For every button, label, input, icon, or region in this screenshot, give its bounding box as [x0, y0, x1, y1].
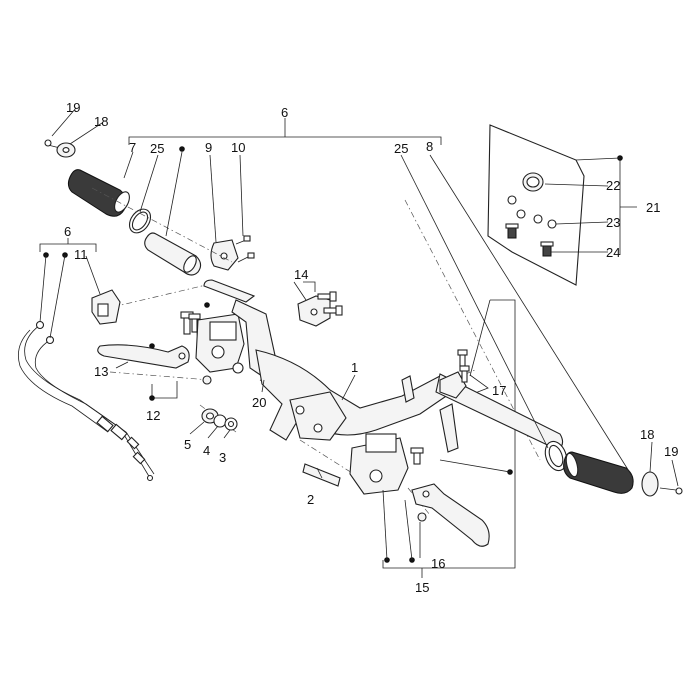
switch-rings-23 — [507, 195, 557, 229]
switch-buttons-24 — [505, 223, 554, 257]
callout-7: 7 — [129, 140, 136, 155]
washer-3 — [224, 417, 238, 431]
left-master-cylinder — [195, 313, 245, 374]
clamp-bolts-14 — [317, 291, 343, 316]
handlebar-clamp-14 — [297, 295, 331, 327]
washer-4 — [213, 414, 227, 428]
bar-end-weight-left — [56, 142, 76, 158]
callout-1: 1 — [351, 360, 358, 375]
mount-bolts-17 — [457, 349, 470, 383]
group-dot-12-lever — [149, 343, 155, 349]
group-bracket-15 — [382, 299, 516, 578]
callout-6-left: 6 — [64, 224, 71, 239]
callout-19-right: 19 — [664, 444, 678, 459]
throttle-housing-screws — [235, 235, 255, 263]
callout-18-left: 18 — [94, 114, 108, 129]
callout-14: 14 — [294, 267, 308, 282]
throttle-cables — [17, 320, 155, 482]
throttle-housing — [210, 239, 239, 271]
switch-plug-22 — [522, 172, 544, 192]
callout-25-right: 25 — [394, 141, 408, 156]
handlebar — [203, 279, 564, 453]
callout-3: 3 — [219, 450, 226, 465]
callout-24: 24 — [606, 245, 620, 260]
group-bracket-21 — [619, 158, 637, 255]
bar-end-weight-right — [641, 471, 659, 497]
axis-left-grip — [91, 187, 233, 263]
right-lever-nut — [417, 512, 427, 522]
pump-bolt-right — [188, 313, 201, 333]
callout-20: 20 — [252, 395, 266, 410]
callout-11: 11 — [74, 247, 88, 262]
callout-5: 5 — [184, 437, 191, 452]
group-dot-12-bottom — [149, 395, 155, 401]
grip-ring-right — [544, 440, 568, 472]
callout-23: 23 — [606, 215, 620, 230]
callout-22: 22 — [606, 178, 620, 193]
group-bracket-14 — [303, 281, 316, 292]
callout-6-top: 6 — [281, 105, 288, 120]
callout-19-left: 19 — [66, 100, 80, 115]
mount-bracket-17 — [439, 371, 467, 399]
group-dot-25-left — [179, 146, 185, 152]
left-grip — [67, 169, 130, 217]
cable-clamp-left — [91, 289, 121, 325]
group-bracket-12 — [151, 381, 178, 399]
callout-4: 4 — [203, 443, 210, 458]
callout-25-left: 25 — [150, 141, 164, 156]
switch-panel-cover — [487, 124, 621, 286]
throttle-sleeve — [144, 232, 202, 276]
callout-21: 21 — [646, 200, 660, 215]
axis-left-lever — [109, 371, 211, 381]
right-grip — [563, 451, 634, 494]
callout-2: 2 — [307, 492, 314, 507]
leader-lines — [39, 107, 679, 561]
callout-13: 13 — [94, 364, 108, 379]
right-master-cylinder — [349, 433, 424, 495]
callout-10: 10 — [231, 140, 245, 155]
callout-9: 9 — [205, 140, 212, 155]
callout-16: 16 — [431, 556, 445, 571]
group-bracket-6-top — [128, 118, 442, 145]
bar-end-screw-right — [659, 487, 683, 495]
callout-18-right: 18 — [640, 427, 654, 442]
group-dot-12-pivot — [204, 302, 210, 308]
callout-12: 12 — [146, 408, 160, 423]
pivot-pin-2 — [302, 463, 341, 487]
callout-8: 8 — [426, 139, 433, 154]
left-brake-lever — [97, 344, 190, 369]
pump-nut — [202, 375, 212, 385]
group-bracket-6-left — [39, 238, 97, 252]
callout-17: 17 — [492, 383, 506, 398]
callout-15: 15 — [415, 580, 429, 595]
grip-ring-left — [128, 208, 152, 234]
right-brake-lever — [411, 483, 490, 547]
